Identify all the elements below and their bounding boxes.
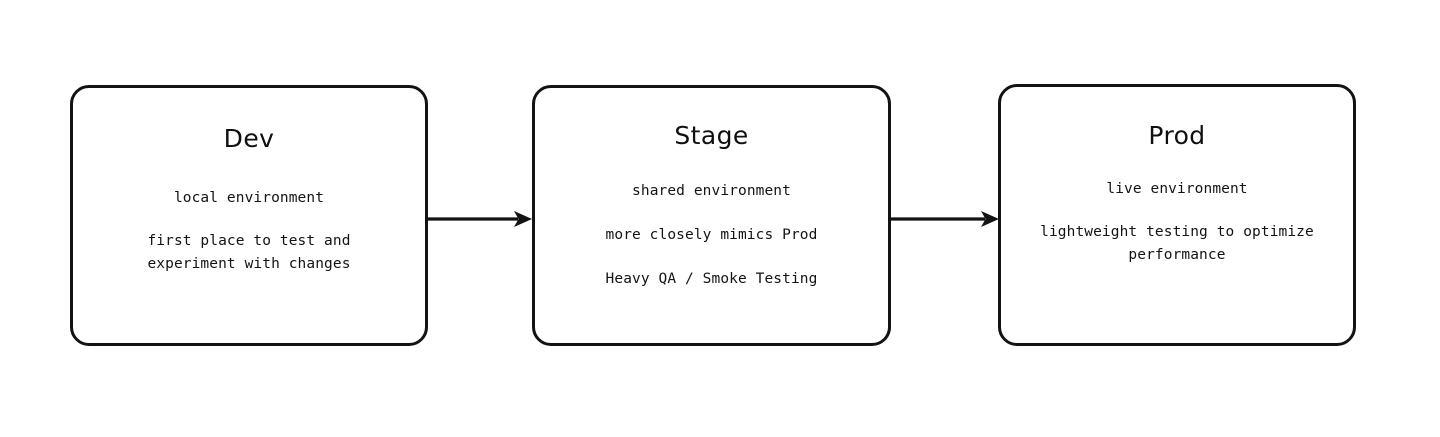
node-prod-line-1: live environment xyxy=(1106,181,1248,197)
node-stage-line-1: shared environment xyxy=(632,183,791,199)
node-stage-body: shared environment more closely mimics P… xyxy=(535,180,888,291)
arrow-right-icon xyxy=(428,211,532,227)
node-stage-line-2: more closely mimics Prod xyxy=(605,227,818,243)
node-prod-body: live environment lightweight testing to … xyxy=(1001,178,1353,267)
node-dev-title: Dev xyxy=(223,124,275,153)
arrow-right-icon xyxy=(891,211,999,227)
edge-dev-to-stage xyxy=(426,198,534,240)
node-dev-line-2: first place to test and experiment with … xyxy=(147,233,351,272)
node-prod-line-2: lightweight testing to optimize performa… xyxy=(1040,224,1314,263)
node-dev-line-1: local environment xyxy=(173,190,325,206)
node-prod[interactable]: Prod live environment lightweight testin… xyxy=(998,84,1356,346)
node-dev-body: local environment first place to test an… xyxy=(73,187,425,276)
edge-stage-to-prod xyxy=(889,198,1001,240)
node-prod-title: Prod xyxy=(1148,121,1206,150)
node-stage-line-3: Heavy QA / Smoke Testing xyxy=(605,271,818,287)
node-stage[interactable]: Stage shared environment more closely mi… xyxy=(532,85,891,346)
node-dev[interactable]: Dev local environment first place to tes… xyxy=(70,85,428,346)
node-stage-title: Stage xyxy=(674,121,749,150)
